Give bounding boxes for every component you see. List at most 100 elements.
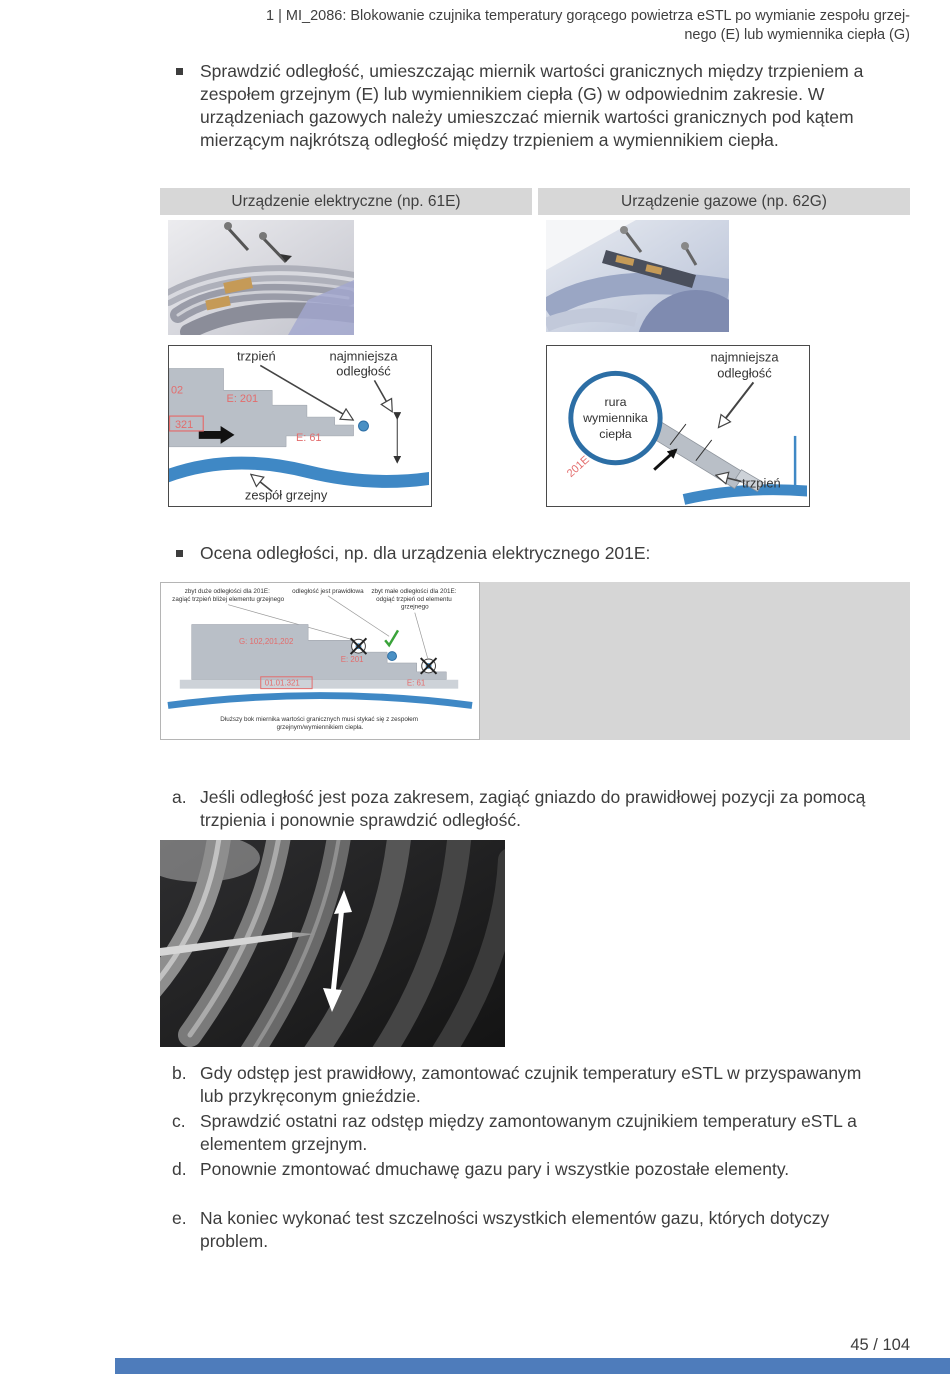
heat-exchanger-tubes — [160, 840, 505, 1047]
annotation-g: G: 102,201,202 — [239, 637, 293, 646]
pin-head — [224, 222, 232, 230]
caption-leader-lines — [228, 595, 428, 659]
annotation-01-01-321: 01.01.321 — [265, 679, 300, 688]
electric-distance-diagram: trzpień najmniejsza odległość zespół grz… — [169, 346, 429, 506]
pin-callout-arrow — [718, 476, 742, 482]
step-e: e. Na koniec wykonać test szczelności ws… — [160, 1207, 888, 1253]
duct-curve — [546, 272, 729, 320]
annotation-e201: E: 201 — [341, 655, 364, 664]
min-distance-label-2: odległość — [717, 365, 772, 380]
electric-diagram-cell: trzpień najmniejsza odległość zespół grz… — [160, 345, 532, 511]
step-e-marker: e. — [172, 1208, 187, 1228]
annotation-e61: E: 61 — [296, 432, 321, 444]
gas-distance-diagram: rura wymiennika ciepła najmniejsza odleg… — [547, 346, 807, 506]
pin-adjustment-photo-image — [160, 840, 505, 1047]
gauge-pins — [624, 231, 698, 266]
gauge-pins — [226, 226, 288, 264]
heater-callout-arrow — [252, 476, 273, 493]
step-c-text: Sprawdzić ostatni raz odstęp między zamo… — [200, 1111, 857, 1154]
distance-callout-arrow — [373, 379, 391, 410]
intro-bullet-text: Sprawdzić odległość, umieszczając mierni… — [200, 61, 864, 150]
caption-correct: odległość jest prawidłowa — [292, 588, 364, 595]
annotation-e61: E: 61 — [407, 679, 425, 688]
header-line-1: 1 | MI_2086: Blokowanie czujnika tempera… — [266, 8, 910, 24]
page-number: 45 / 104 — [850, 1336, 910, 1354]
pin-label: trzpień — [742, 476, 781, 491]
step-b-text: Gdy odstęp jest prawidłowy, zamontować c… — [200, 1063, 862, 1106]
min-distance-label-1: najmniejsza — [329, 349, 398, 364]
distance-evaluation-diagram: zbyt duże odległości dla 201E: zagiąć tr… — [162, 583, 478, 739]
pin-tip-dot — [358, 420, 369, 432]
heating-element-band — [169, 456, 429, 488]
table-header-electric: Urządzenie elektryczne (np. 61E) — [160, 188, 532, 215]
gas-device-photo — [546, 220, 729, 332]
annotation-box — [260, 676, 313, 690]
pipe-label-3: ciepła — [599, 427, 631, 441]
measure-tick-2 — [695, 439, 713, 462]
step-d-text: Ponownie zmontować dmuchawę gazu pary i … — [200, 1159, 790, 1179]
electric-photo-cell — [160, 220, 532, 340]
tool-labels — [615, 255, 663, 275]
blower-housing — [638, 290, 729, 332]
evaluation-strip: zbyt duże odległości dla 201E: zagiąć tr… — [160, 582, 910, 740]
pin-head — [681, 242, 689, 250]
wrong-symbol-left — [349, 637, 368, 655]
bending-pin-tool — [160, 932, 292, 956]
step-b-marker: b. — [172, 1063, 187, 1083]
pin-head — [620, 226, 628, 234]
device-comparison-table: Urządzenie elektryczne (np. 61E) Urządze… — [160, 188, 910, 511]
part-tags — [205, 277, 253, 311]
pipe-label-2: wymiennika — [582, 411, 648, 425]
bullet-icon — [176, 550, 183, 557]
intro-bullet-item: Sprawdzić odległość, umieszczając mierni… — [160, 60, 888, 152]
direction-arrow — [653, 448, 678, 471]
annotation-321: 321 — [175, 419, 193, 431]
pipe-circle — [568, 370, 663, 466]
electric-diagram: trzpień najmniejsza odległość zespół grz… — [168, 345, 432, 507]
evaluation-diagram: zbyt duże odległości dla 201E: zagiąć tr… — [160, 582, 480, 740]
highlight-area — [546, 220, 636, 270]
gas-photo-cell — [538, 220, 910, 340]
step-b: b. Gdy odstęp jest prawidłowy, zamontowa… — [160, 1062, 888, 1108]
socket-base-band — [179, 679, 459, 689]
annotation-321-box — [169, 415, 204, 432]
pin-label: trzpień — [237, 349, 276, 364]
housing-corner — [288, 280, 354, 335]
measure-tick-1 — [669, 423, 687, 446]
socket-step-profile — [169, 368, 354, 448]
step-a-text: Jeśli odległość jest poza zakresem, zagi… — [200, 787, 866, 830]
heating-element-band — [167, 692, 473, 709]
pin-adjustment-photo — [160, 840, 505, 1047]
header-line-2: nego (E) lub wymiennika ciepła (G) — [684, 27, 910, 43]
double-arrow-icon — [323, 890, 352, 1012]
distance-callout-arrow — [720, 381, 755, 426]
heat-exchanger-band — [682, 484, 807, 505]
correct-pin-dot — [387, 651, 398, 661]
step-e-text: Na koniec wykonać test szczelności wszys… — [200, 1208, 830, 1251]
pin-tip — [280, 254, 292, 262]
gas-diagram: rura wymiennika ciepła najmniejsza odleg… — [546, 345, 810, 507]
wrong-symbol-right — [420, 657, 438, 675]
footer-bar — [115, 1358, 950, 1374]
step-d-marker: d. — [172, 1159, 187, 1179]
min-distance-label-1: najmniejsza — [710, 349, 779, 364]
step-d: d. Ponownie zmontować dmuchawę gazu pary… — [160, 1158, 888, 1181]
step-c-marker: c. — [172, 1111, 186, 1131]
assessment-bullet-item: Ocena odległości, np. dla urządzenia ele… — [160, 542, 888, 565]
table-header-gas: Urządzenie gazowe (np. 62G) — [538, 188, 910, 215]
assessment-bullet-text: Ocena odległości, np. dla urządzenia ele… — [200, 543, 651, 563]
document-header: 1 | MI_2086: Blokowanie czujnika tempera… — [70, 7, 910, 45]
step-a: a. Jeśli odległość jest poza zakresem, z… — [160, 786, 888, 832]
pin-tip-piece — [734, 469, 764, 493]
bullet-icon — [176, 68, 183, 75]
caption-too-small: zbyt małe odległości dla 201E: odgiąć tr… — [371, 588, 458, 611]
min-distance-label-2: odległość — [336, 363, 391, 378]
electric-device-photo — [168, 220, 354, 335]
gas-diagram-cell: rura wymiennika ciepła najmniejsza odleg… — [538, 345, 910, 511]
pipe — [546, 308, 638, 332]
caption-too-large: zbyt duże odległości dla 201E: zagiąć tr… — [172, 588, 285, 603]
pin-tool-tip — [292, 932, 314, 938]
step-a-marker: a. — [172, 787, 187, 807]
pin-callout-arrow — [259, 364, 351, 419]
diagram-footnote: Dłuższy bok miernika wartości granicznyc… — [220, 716, 419, 731]
